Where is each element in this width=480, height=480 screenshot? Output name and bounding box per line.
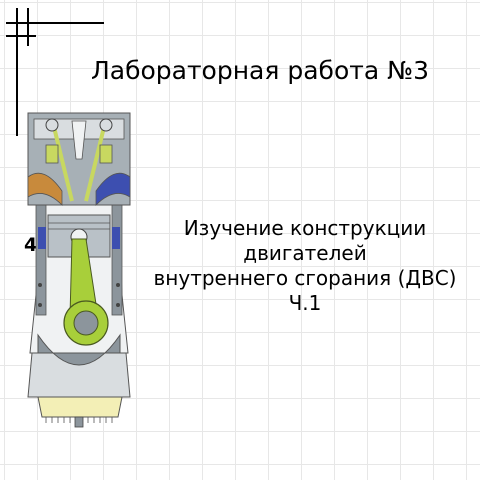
slide-title: Лабораторная работа №3	[90, 56, 430, 85]
subtitle-line-3: внутреннего сгорания (ДВС)	[153, 266, 457, 290]
crop-mark-horizontal-short	[6, 35, 36, 37]
slide-subtitle: Изучение конструкции двигателей внутренн…	[140, 216, 470, 316]
subtitle-line-1: Изучение конструкции	[183, 216, 427, 240]
engine-part-number: 4	[24, 234, 38, 256]
crop-mark-vertical-short	[27, 8, 29, 46]
crop-mark-vertical	[16, 8, 18, 136]
engine-cross-section-image	[27, 112, 131, 428]
crop-mark-horizontal	[6, 22, 104, 24]
subtitle-line-4: Ч.1	[288, 291, 322, 315]
subtitle-line-2: двигателей	[243, 241, 367, 265]
